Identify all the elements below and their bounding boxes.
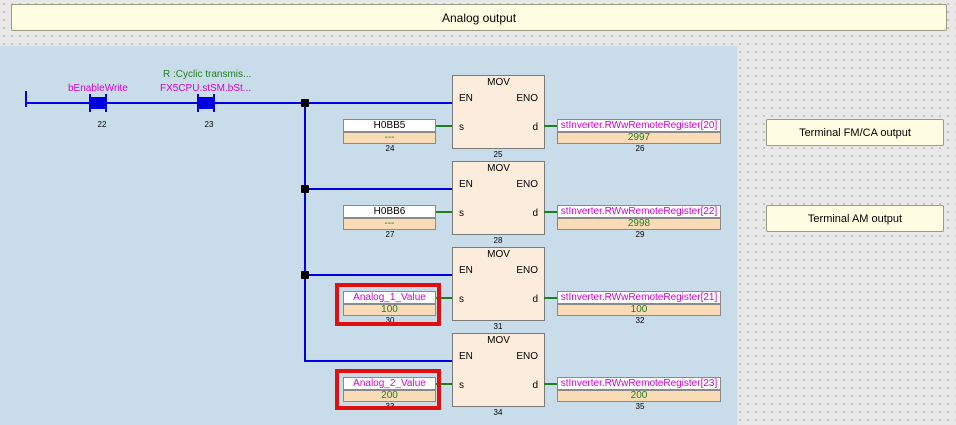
- block-name: MOV: [487, 77, 510, 88]
- step-number: 28: [493, 236, 503, 245]
- s-pin: s: [459, 294, 464, 305]
- step-number: 29: [635, 230, 645, 239]
- contact-comment: R :Cyclic transmis...: [163, 69, 252, 80]
- output-wire: [544, 383, 558, 385]
- step-number: 23: [204, 120, 214, 129]
- note-fm-ca-output[interactable]: Terminal FM/CA output: [766, 119, 944, 146]
- contact-cyclic-transmission[interactable]: [197, 94, 215, 112]
- highlight-box: [335, 283, 441, 326]
- d-pin: d: [532, 208, 538, 219]
- step-number: 34: [493, 408, 503, 417]
- mov-block[interactable]: MOV EN ENO s d: [452, 75, 545, 149]
- step-number: 25: [493, 150, 503, 159]
- source-value: 100: [343, 304, 436, 316]
- section-title-text: Analog output: [441, 10, 517, 25]
- eno-pin: ENO: [516, 179, 538, 190]
- mov-block[interactable]: MOV EN ENO s d: [452, 333, 545, 407]
- note-text: Terminal FM/CA output: [799, 126, 911, 139]
- mov-block[interactable]: MOV EN ENO s d: [452, 247, 545, 321]
- step-number: 30: [385, 316, 395, 325]
- destination-operand[interactable]: stInverter.RWwRemoteRegister[23]: [557, 377, 721, 390]
- step-number: 31: [493, 322, 503, 331]
- branch-wire-3: [304, 274, 453, 276]
- s-pin: s: [459, 122, 464, 133]
- step-number: 27: [385, 230, 395, 239]
- highlight-box: [335, 369, 441, 410]
- branch-wire-2: [304, 188, 453, 190]
- note-text: Terminal AM output: [807, 212, 903, 225]
- branch-wire-4: [304, 360, 453, 362]
- section-title[interactable]: Analog output: [11, 4, 947, 31]
- left-power-rail: [25, 91, 27, 107]
- junction-dot: [301, 99, 309, 107]
- en-pin: EN: [459, 265, 473, 276]
- source-operand[interactable]: Analog_1_Value: [343, 291, 436, 304]
- output-wire: [544, 125, 558, 127]
- contact-label: bEnableWrite: [68, 83, 128, 94]
- rung-wire: [26, 102, 453, 104]
- output-wire: [544, 297, 558, 299]
- source-value: ---: [343, 218, 436, 230]
- en-pin: EN: [459, 351, 473, 362]
- source-operand[interactable]: Analog_2_Value: [343, 377, 436, 390]
- block-name: MOV: [487, 249, 510, 260]
- destination-value: 2997: [557, 132, 721, 144]
- destination-value: 100: [557, 304, 721, 316]
- d-pin: d: [532, 294, 538, 305]
- contact-label: FX5CPU.stSM.bSt...: [160, 83, 252, 94]
- block-name: MOV: [487, 335, 510, 346]
- source-value: 200: [343, 390, 436, 402]
- step-number: 26: [635, 144, 645, 153]
- junction-dot: [301, 185, 309, 193]
- step-number: 24: [385, 144, 395, 153]
- branch-wire: [304, 102, 306, 361]
- mov-block[interactable]: MOV EN ENO s d: [452, 161, 545, 235]
- input-wire: [436, 211, 452, 213]
- s-pin: s: [459, 380, 464, 391]
- eno-pin: ENO: [516, 93, 538, 104]
- input-wire: [436, 125, 452, 127]
- step-number: 32: [635, 316, 645, 325]
- d-pin: d: [532, 380, 538, 391]
- junction-dot: [301, 271, 309, 279]
- destination-operand[interactable]: stInverter.RWwRemoteRegister[22]: [557, 205, 721, 218]
- note-am-output[interactable]: Terminal AM output: [766, 205, 944, 232]
- destination-value: 200: [557, 390, 721, 402]
- destination-operand[interactable]: stInverter.RWwRemoteRegister[20]: [557, 119, 721, 132]
- s-pin: s: [459, 208, 464, 219]
- source-operand[interactable]: H0BB5: [343, 119, 436, 132]
- eno-pin: ENO: [516, 351, 538, 362]
- destination-value: 2998: [557, 218, 721, 230]
- destination-operand[interactable]: stInverter.RWwRemoteRegister[21]: [557, 291, 721, 304]
- step-number: 35: [635, 402, 645, 411]
- source-value: ---: [343, 132, 436, 144]
- en-pin: EN: [459, 93, 473, 104]
- output-wire: [544, 211, 558, 213]
- d-pin: d: [532, 122, 538, 133]
- contact-enable-write[interactable]: [89, 94, 107, 112]
- en-pin: EN: [459, 179, 473, 190]
- input-wire: [436, 383, 452, 385]
- input-wire: [436, 297, 452, 299]
- source-operand[interactable]: H0BB6: [343, 205, 436, 218]
- eno-pin: ENO: [516, 265, 538, 276]
- block-name: MOV: [487, 163, 510, 174]
- step-number: 22: [97, 120, 107, 129]
